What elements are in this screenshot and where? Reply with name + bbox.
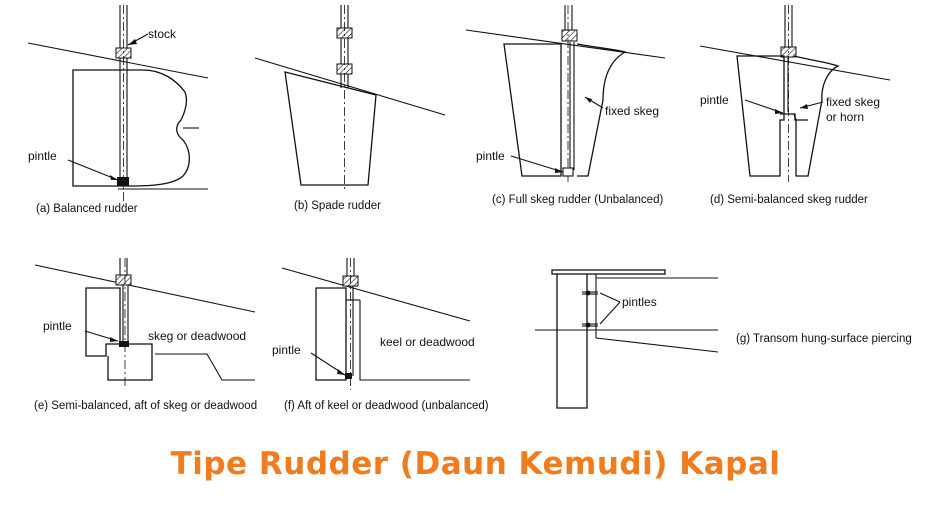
figure-e-semi-balanced-aft-of-skeg: pintle skeg or deadwood (e) Semi-balance… xyxy=(34,258,257,412)
label-fixed-skeg-c: fixed skeg xyxy=(605,104,659,118)
caption-d: (d) Semi-balanced skeg rudder xyxy=(710,194,868,206)
figure-d-semi-balanced-skeg-rudder: pintle fixed skeg or horn (d) Semi-balan… xyxy=(699,5,891,206)
figure-c-full-skeg-rudder: fixed skeg pintle (c) Full skeg rudder (… xyxy=(465,5,666,206)
figure-a-balanced-rudder: stock pintle (a) Balanced rudder xyxy=(27,5,209,215)
label-pintle-c: pintle xyxy=(476,149,505,163)
label-pintles: pintles xyxy=(622,295,657,309)
label-pintle-d: pintle xyxy=(700,93,729,107)
figure-b-spade-rudder: (b) Spade rudder xyxy=(254,5,446,212)
label-pintle-a: pintle xyxy=(28,149,57,163)
caption-g: (g) Transom hung-surface piercing xyxy=(736,333,912,345)
label-skeg-or-deadwood: skeg or deadwood xyxy=(148,329,246,343)
figure-f-aft-of-keel-or-deadwood: pintle keel or deadwood (f) Aft of keel … xyxy=(272,258,489,412)
label-keel-or-deadwood: keel or deadwood xyxy=(380,335,475,349)
caption-c: (c) Full skeg rudder (Unbalanced) xyxy=(492,194,663,206)
caption-f: (f) Aft of keel or deadwood (unbalanced) xyxy=(284,400,489,412)
caption-a: (a) Balanced rudder xyxy=(36,203,138,215)
figure-g-transom-hung: pintles (g) Transom hung-surface piercin… xyxy=(535,269,912,409)
label-pintle-f: pintle xyxy=(272,343,301,357)
caption-e: (e) Semi-balanced, aft of skeg or deadwo… xyxy=(34,400,257,412)
label-or-horn: or horn xyxy=(826,110,864,124)
label-fixed-skeg-d: fixed skeg xyxy=(826,95,880,109)
label-pintle-e: pintle xyxy=(43,319,72,333)
label-stock: stock xyxy=(148,27,177,41)
caption-b: (b) Spade rudder xyxy=(294,200,381,212)
page-title: Tipe Rudder (Daun Kemudi) Kapal xyxy=(170,446,781,482)
